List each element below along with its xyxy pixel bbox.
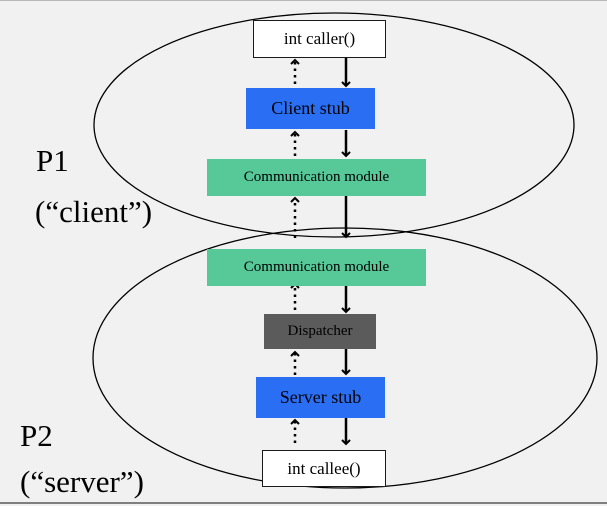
process-p1-boundary bbox=[93, 12, 575, 238]
server-stub-box: Server stub bbox=[256, 377, 385, 418]
server-communication-module-box: Communication module bbox=[207, 249, 426, 286]
dispatcher-box: Dispatcher bbox=[264, 314, 376, 349]
slide-top-border bbox=[0, 0, 607, 1]
slide-bottom-border bbox=[0, 502, 607, 504]
client-stub-box: Client stub bbox=[246, 88, 375, 129]
caller-box: int caller() bbox=[253, 20, 386, 58]
process-p1-name: P1 bbox=[36, 143, 69, 178]
process-p2-role: (“server”) bbox=[20, 464, 144, 499]
client-communication-module-box: Communication module bbox=[207, 159, 426, 196]
callee-box: int callee() bbox=[262, 450, 386, 487]
process-p2-name: P2 bbox=[20, 418, 53, 453]
process-p1-role: (“client”) bbox=[35, 194, 153, 229]
